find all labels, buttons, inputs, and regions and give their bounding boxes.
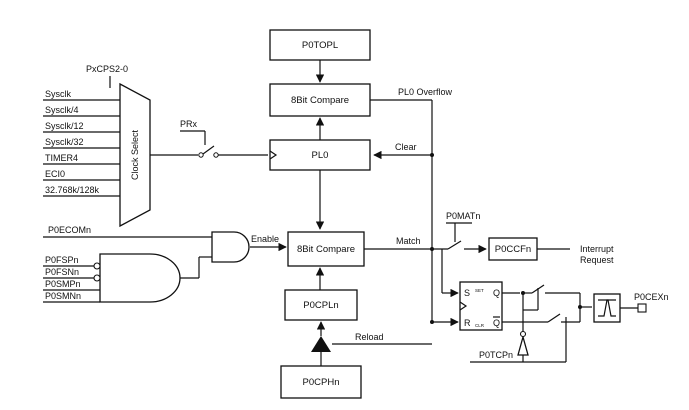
- p0ccfn-label: P0CCFn: [495, 244, 531, 255]
- mode-gate: [99, 253, 181, 303]
- inverter-bubble: [519, 330, 527, 338]
- switch-contact: [198, 152, 204, 158]
- gate-input-label: P0SMPn: [45, 279, 81, 289]
- mux-input-label: Sysclk: [45, 89, 72, 99]
- ff-qbar-label: Q: [493, 318, 500, 328]
- clock-input-triangle: [269, 150, 278, 160]
- prx-label: PRx: [180, 119, 198, 129]
- compare-top-label: 8Bit Compare: [291, 95, 349, 106]
- compare-bottom-block: [287, 231, 365, 267]
- enable-label: Enable: [251, 234, 279, 244]
- p0tcpn-label: P0TCPn: [479, 350, 513, 360]
- schmitt-icon: [598, 299, 616, 317]
- pl0-label: PL0: [312, 150, 329, 161]
- mux-input-label: 32.768k/128k: [45, 185, 100, 195]
- match-label: Match: [396, 236, 421, 246]
- enable-and-gate: [211, 231, 250, 263]
- gate-input-label: P0FSPn: [45, 255, 79, 265]
- clock-select-mux: [119, 82, 151, 228]
- p0topl-register: [269, 29, 371, 61]
- mux-input-label: Sysclk/4: [45, 105, 79, 115]
- reload-label: Reload: [355, 332, 384, 342]
- mux-select-label: PxCPS2-0: [86, 64, 128, 74]
- output-pin-icon: [637, 303, 647, 313]
- reload-buffer-icon: [311, 336, 331, 352]
- schmitt-icon: [598, 299, 616, 317]
- inverter-triangle: [517, 334, 529, 356]
- compare-top-block: [269, 83, 371, 117]
- interrupt-label-2: Request: [580, 255, 614, 265]
- mux-input-label: ECI0: [45, 169, 65, 179]
- p0matn-switch: [447, 240, 462, 250]
- p0topl-label: P0TOPL: [302, 40, 338, 51]
- compare-bottom-label: 8Bit Compare: [297, 244, 355, 255]
- switch-contact: [213, 152, 219, 158]
- inverter-bubble: [93, 262, 101, 270]
- gate-input-label: P0SMNn: [45, 291, 81, 301]
- ff-r-label: R: [464, 318, 471, 328]
- ff-s-label: S: [464, 288, 470, 298]
- ff-set-label: SET: [475, 288, 484, 293]
- ff-q-label: Q: [493, 288, 500, 298]
- junction-dot: [430, 153, 434, 157]
- p0ecomn-label: P0ECOMn: [48, 225, 91, 235]
- pl0-counter: [269, 139, 371, 171]
- clear-label: Clear: [395, 142, 417, 152]
- mux-title: Clock Select: [130, 129, 140, 180]
- p0cphn-label: P0CPHn: [303, 377, 340, 388]
- mux-input-label: Sysclk/32: [45, 137, 84, 147]
- p0cpln-register: [284, 289, 358, 321]
- mux-inputs: Sysclk Sysclk/4 Sysclk/12 Sysclk/32 TIME…: [43, 89, 120, 197]
- junction-dot: [430, 247, 434, 251]
- gate-inputs: P0FSPn P0FSNn P0SMPn P0SMNn: [43, 255, 101, 303]
- prx-switch: [202, 145, 215, 155]
- p0matn-label: P0MATn: [446, 211, 480, 221]
- qbar-select-switch: [547, 313, 561, 323]
- junction-dot: [430, 320, 434, 324]
- mux-input-label: Sysclk/12: [45, 121, 84, 131]
- overflow-label: PL0 Overflow: [398, 87, 453, 97]
- output-buffer: [593, 293, 621, 323]
- interrupt-label-1: Interrupt: [580, 244, 614, 254]
- p0cpln-label: P0CPLn: [303, 300, 338, 311]
- ff-clock-triangle: [459, 301, 468, 311]
- p0cexn-label: P0CEXn: [634, 292, 669, 302]
- ff-clr-label: CLR: [475, 323, 485, 328]
- inverter-bubble: [93, 274, 101, 282]
- p0cphn-register: [280, 365, 362, 399]
- gate-input-label: P0FSNn: [45, 267, 79, 277]
- mux-input-label: TIMER4: [45, 153, 78, 163]
